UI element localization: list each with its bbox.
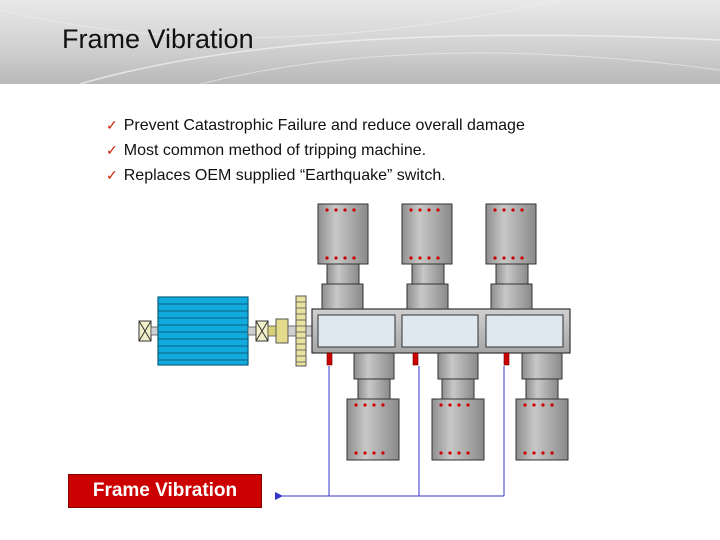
lower-throw-1	[346, 352, 400, 461]
bullet-list: ✓ Prevent Catastrophic Failure and reduce…	[106, 113, 525, 188]
check-icon: ✓	[106, 167, 118, 183]
end-coupling	[138, 320, 159, 342]
compressor-frame	[311, 308, 571, 354]
bullet-item: ✓ Most common method of tripping machine.	[106, 138, 525, 163]
page-title: Frame Vibration	[62, 24, 254, 54]
upper-throw-3	[485, 203, 537, 310]
flywheel	[295, 295, 313, 367]
bullet-text: Prevent Catastrophic Failure and reduce …	[123, 117, 525, 134]
header-band: Frame Vibration	[0, 0, 720, 84]
signal-lines	[275, 366, 505, 500]
check-icon: ✓	[106, 142, 118, 158]
frame-vibration-label: Frame Vibration	[68, 474, 262, 508]
lower-throw-2	[431, 352, 485, 461]
bullet-text: Replaces OEM supplied “Earthquake” switc…	[123, 167, 446, 184]
bullet-text: Most common method of tripping machine.	[123, 142, 427, 159]
upper-throw-2	[401, 203, 453, 310]
shaft-coupling	[247, 318, 297, 344]
header-swoosh	[0, 0, 720, 84]
motor	[157, 296, 249, 366]
vibration-sensors	[326, 352, 510, 366]
check-icon: ✓	[106, 117, 118, 133]
upper-throw-1	[317, 203, 369, 310]
lower-throw-3	[515, 352, 569, 461]
bullet-item: ✓ Replaces OEM supplied “Earthquake” swit…	[106, 163, 525, 188]
bullet-item: ✓ Prevent Catastrophic Failure and reduce…	[106, 113, 525, 138]
